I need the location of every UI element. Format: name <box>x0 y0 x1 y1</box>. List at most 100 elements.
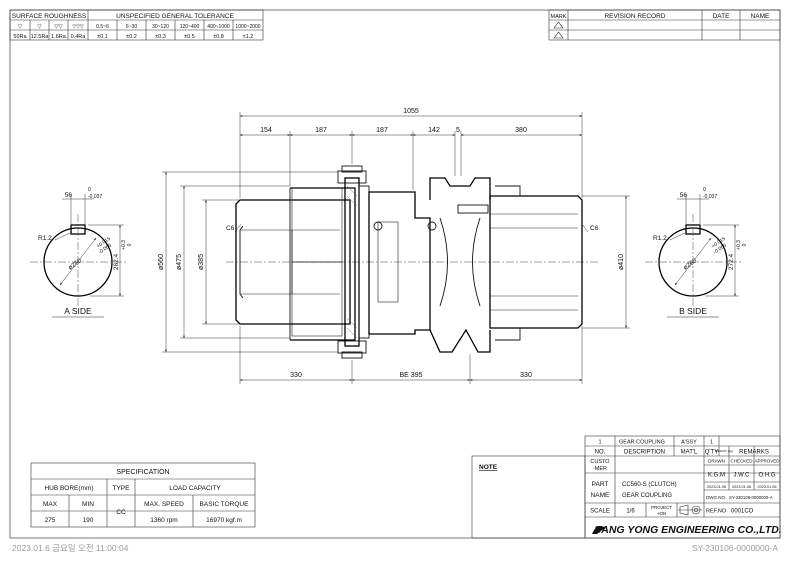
tolerance-range-4: 120~400 <box>180 24 200 30</box>
dim-diameter-560: ø560 <box>158 254 165 270</box>
dim-bottom-3: 330 <box>520 372 532 379</box>
bom-quantity: 1 <box>710 440 713 446</box>
spec-basic-torque: BASIC TORQUE <box>200 501 250 508</box>
roughness-value-2: 12.5Ra <box>31 34 50 40</box>
revision-record-header: REVISION RECORD <box>604 13 665 20</box>
b-side-keyway-tol-lower: 0 <box>742 243 748 246</box>
col-remarks: REMARKS <box>739 450 769 456</box>
left-hub-shaft-section <box>291 261 343 337</box>
company-name: SANG YONG ENGINEERING CO.,LTD. <box>594 524 782 536</box>
spec-type: TYPE <box>113 485 131 492</box>
part-label-1: PART <box>592 481 609 488</box>
spec-torque-value: 16970 kgf.m <box>206 517 242 524</box>
a-side-keyway-tol-lower: 0 <box>127 243 133 246</box>
approved-name: O.H.G <box>758 473 775 479</box>
customer-label-1: CUSTO <box>590 459 610 465</box>
flange-bolt-bottom <box>337 340 367 354</box>
dim-overall: 1055 <box>403 108 419 115</box>
dim-diameter-475: ø475 <box>176 254 183 270</box>
bottom-dimensions: 330 BE 395 330 <box>239 326 583 384</box>
flange-bolt-top <box>337 170 367 184</box>
sheet-border <box>9 9 781 539</box>
scale-value: 1/6 <box>626 509 635 515</box>
right-hub <box>489 195 583 329</box>
a-side-radius: R1.2 <box>38 235 52 242</box>
spec-hub-bore: HUB BORE(mm) <box>44 485 93 492</box>
projection-label-2: -ION <box>657 511 667 516</box>
ref-no: 0001CO <box>731 509 754 515</box>
title-block: 1 GEAR COUPLING A'SSY 1 NO. DESCRIPTION … <box>584 435 782 539</box>
shift-ring-bottom <box>429 328 491 353</box>
a-side-bore-dia: ø250 <box>67 257 83 271</box>
chamfer-right: C6 <box>590 225 599 232</box>
bom-no: 1 <box>598 440 601 446</box>
spec-max-speed: MAX. SPEED <box>144 501 184 508</box>
note-area: NOTE <box>471 455 586 539</box>
roughness-blank: ▽ <box>18 24 23 30</box>
ref-label: REF.NO <box>706 509 727 515</box>
b-side-view: 56 0 -0.037 R1.2 ø260 +0.015 -0.065 272.… <box>645 187 748 318</box>
shift-fork-pin <box>457 204 489 214</box>
projection-label-1: PROJECT <box>651 505 672 510</box>
left-hub-bore-edge <box>239 225 244 299</box>
spec-max-value: 275 <box>45 517 56 524</box>
spec-min: MIN <box>82 501 94 508</box>
dim-top-1: 154 <box>260 127 272 134</box>
spec-max: MAX <box>43 501 58 508</box>
revision-triangle-icon <box>553 31 564 39</box>
left-sleeve <box>290 187 356 341</box>
col-no: NO. <box>595 450 606 456</box>
drawing-code-footer: SY-230106-0000000-A <box>692 543 779 553</box>
part-name-2: GEAR COUPLING <box>622 493 672 499</box>
company-logo-icon <box>592 526 606 534</box>
a-side-view: 56 0 -0.037 R1.2 ø250 +0.015 -0.065 262.… <box>30 187 133 318</box>
tolerance-value-4: ±0.5 <box>184 34 195 40</box>
part-name-1: CC560-S (CLUTCH) <box>622 482 677 488</box>
part-label-2: NAME <box>591 492 610 499</box>
tolerance-range-5: 400~1000 <box>207 24 230 30</box>
a-side-keyway-depth: 262.4 <box>113 253 120 270</box>
shift-ring-top <box>429 177 491 200</box>
col-material: MAT'L <box>681 450 698 456</box>
a-side-key-width: 56 <box>65 192 73 199</box>
bearing-icon <box>427 221 437 231</box>
spec-load-capacity: LOAD CAPACITY <box>169 485 221 492</box>
coupling-assembly <box>226 165 600 359</box>
third-angle-projection-icon <box>678 504 702 516</box>
bom-material: A'SSY <box>681 440 697 446</box>
approved-label: APPROVED <box>754 459 780 464</box>
b-side-label: B SIDE <box>679 306 707 316</box>
print-timestamp: 2023.01.6 금요일 오전 11:00:04 <box>12 543 129 553</box>
dim-top-5: 5 <box>456 127 460 134</box>
tolerance-value-2: ±0.2 <box>126 34 137 40</box>
a-side-key-tol-lower: -0.037 <box>88 194 102 200</box>
drawn-label: DRAWN <box>708 459 725 464</box>
drawn-date: 2023.01.06 <box>707 485 726 489</box>
a-side-label: A SIDE <box>64 306 92 316</box>
col-description: DESCRIPTION <box>624 450 665 456</box>
roughness-symbol-3: ▽▽▽ <box>72 24 84 30</box>
revision-name-header: NAME <box>751 13 770 20</box>
checked-date: 2023.01.06 <box>732 485 751 489</box>
revision-table: MARK REVISION RECORD DATE NAME <box>548 9 781 41</box>
dwg-no: SY-230106-0000000-A <box>729 495 773 500</box>
dim-diameter-410: ø410 <box>618 254 625 270</box>
tolerance-value-6: ±1.2 <box>243 34 254 40</box>
b-side-key-tol-upper: 0 <box>703 187 706 193</box>
spec-title: SPECIFICATION <box>116 469 169 476</box>
revision-mark-header: MARK <box>551 14 567 20</box>
scale-label: SCALE <box>590 509 610 515</box>
b-side-key-width: 56 <box>680 192 688 199</box>
chamfer-left: C6 <box>226 225 235 232</box>
tolerance-title: UNSPECIFIED GENERAL TOLERANCE <box>116 13 234 20</box>
roughness-symbol-1: ▽ <box>37 24 42 30</box>
drawn-name: K.G.M <box>708 473 725 479</box>
tolerance-value-5: ±0.8 <box>213 34 224 40</box>
spec-min-value: 190 <box>83 517 94 524</box>
dim-top-6: 380 <box>515 127 527 134</box>
checked-label: CHECKED <box>730 459 753 464</box>
note-label: NOTE <box>479 464 498 471</box>
tolerance-range-1: 0.5~6 <box>96 24 109 30</box>
col-weight: WEIGHT (kg) <box>715 449 733 453</box>
